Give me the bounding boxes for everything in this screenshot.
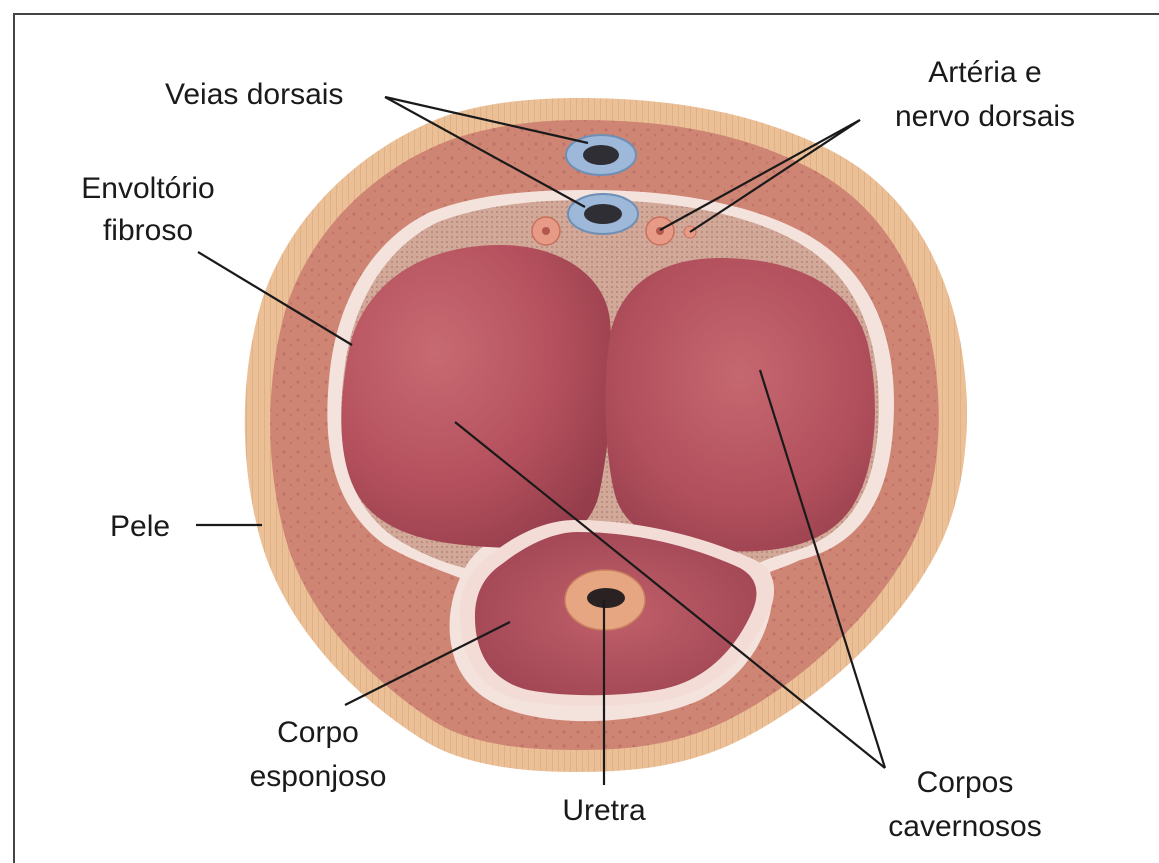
label-pele: Pele <box>110 510 170 543</box>
label-veias-dorsais: Veias dorsais <box>165 78 343 111</box>
label-arteria-line1: Artéria e <box>928 56 1041 89</box>
dorsal-artery-left-lumen <box>542 227 550 235</box>
superficial-dorsal-vein-lumen <box>583 145 619 165</box>
corpus-cavernosum-left <box>341 245 612 548</box>
deep-dorsal-vein-lumen <box>584 204 622 224</box>
label-envoltorio-line2: fibroso <box>103 214 193 247</box>
urethra-lumen <box>587 588 625 608</box>
label-uretra: Uretra <box>562 794 646 827</box>
label-corpo-esponjoso-line1: Corpo <box>277 716 359 749</box>
label-corpos-cavernosos-line2: cavernosos <box>888 810 1041 843</box>
label-corpos-cavernosos-line1: Corpos <box>917 766 1014 799</box>
corpus-cavernosum-right <box>605 258 875 551</box>
label-corpo-esponjoso-line2: esponjoso <box>250 760 387 793</box>
label-envoltorio-line1: Envoltório <box>81 172 214 205</box>
label-arteria-line2: nervo dorsais <box>895 100 1075 133</box>
